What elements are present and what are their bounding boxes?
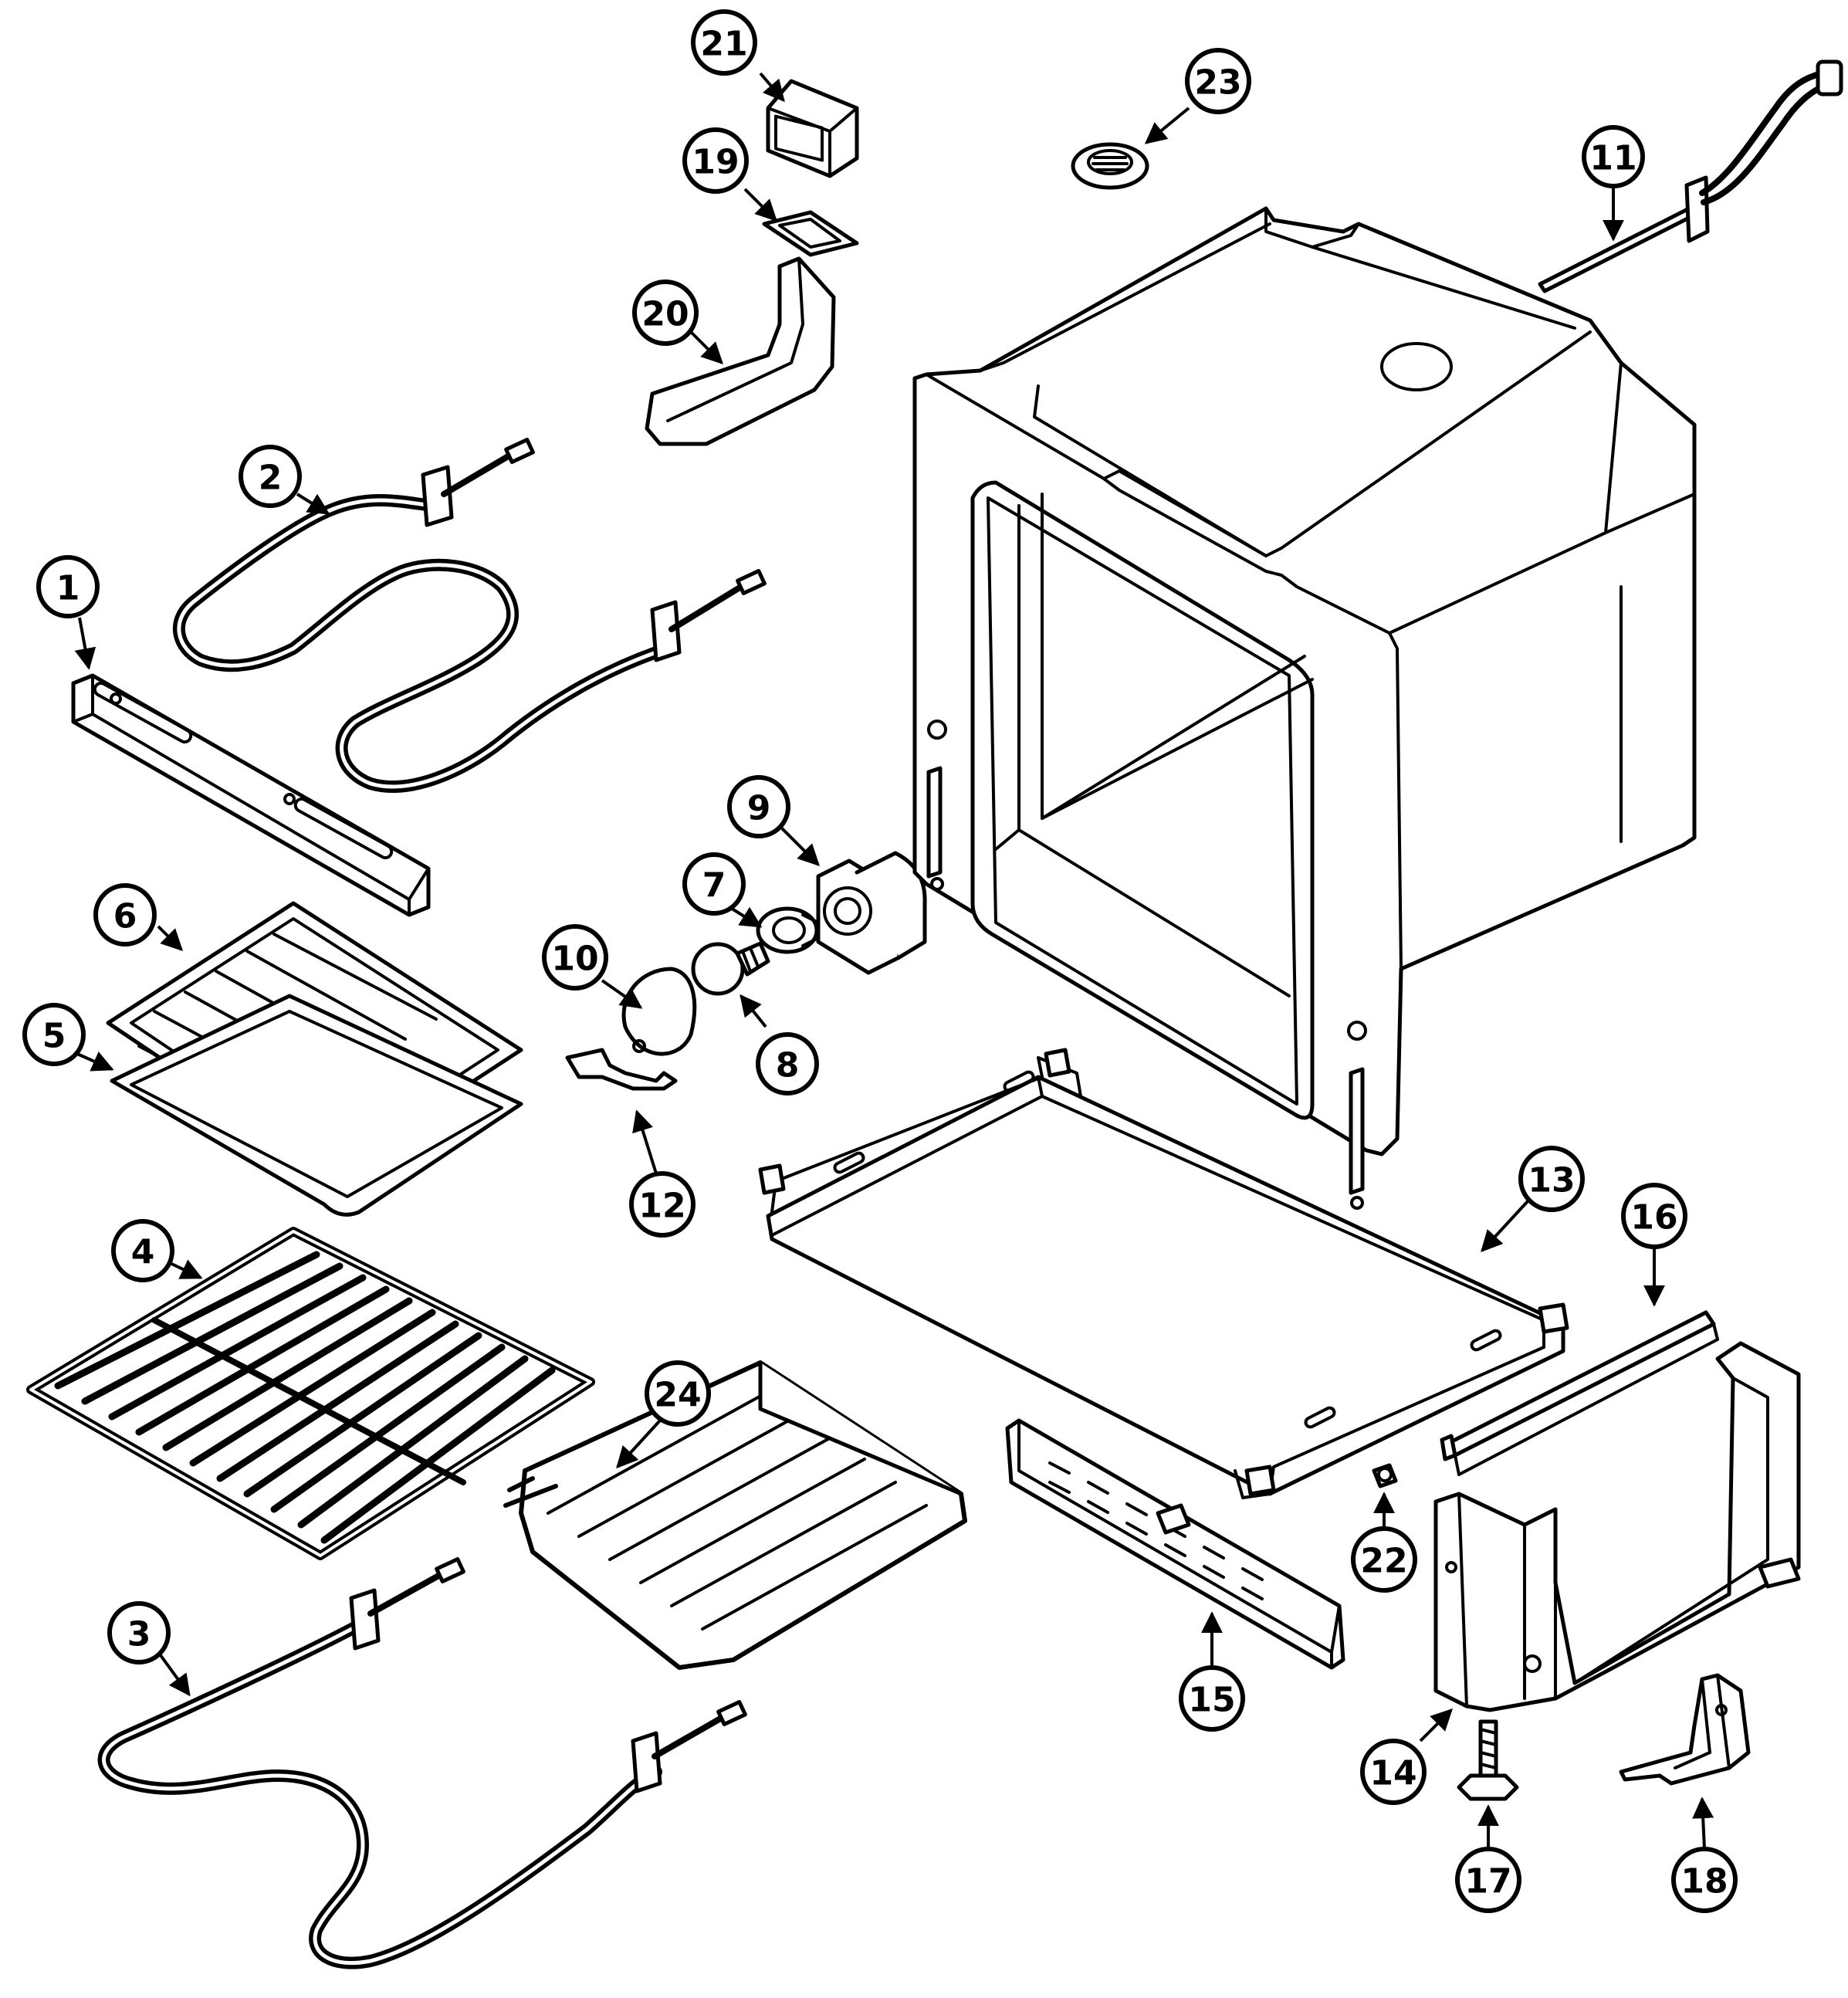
callout-12: 12: [629, 1171, 696, 1238]
leader-5: [76, 1051, 114, 1072]
part-19-gasket: [762, 210, 859, 257]
callout-24: 24: [645, 1360, 711, 1427]
callout-18-label: 18: [1680, 1862, 1728, 1901]
part-23-plug: [1071, 142, 1149, 190]
leader-6: [157, 925, 183, 951]
part-17-leveling-leg: [1457, 1719, 1519, 1801]
part-10-lens: [621, 967, 697, 1056]
callout-13: 13: [1518, 1146, 1585, 1212]
callout-8: 8: [756, 1032, 819, 1096]
callout-22-label: 22: [1360, 1542, 1407, 1581]
callout-16-label: 16: [1630, 1198, 1677, 1238]
leader-19: [743, 188, 777, 222]
oven-cavity: [912, 206, 1697, 1210]
leader-4: [168, 1259, 203, 1279]
callout-15: 15: [1179, 1665, 1245, 1732]
callout-18: 18: [1671, 1847, 1738, 1913]
part-11-sensor: [1538, 59, 1843, 293]
part-8-bulb: [691, 941, 770, 996]
callout-21-label: 21: [700, 25, 747, 64]
part-3-bake-element: [97, 1557, 747, 1969]
callout-5-label: 5: [42, 1017, 66, 1056]
part-18-bracket: [1619, 1673, 1751, 1786]
callout-1: 1: [36, 555, 100, 618]
callout-16: 16: [1621, 1183, 1687, 1249]
callout-10: 10: [542, 924, 608, 991]
leader-10: [601, 979, 643, 1009]
callout-24-label: 24: [654, 1376, 701, 1415]
leader-3: [157, 1651, 191, 1697]
leader-9: [778, 825, 820, 866]
leader-21: [759, 72, 785, 103]
callout-11-label: 11: [1589, 139, 1636, 178]
part-2-heating-element: [173, 438, 767, 793]
part-15-kick-plate: [1005, 1418, 1345, 1670]
callout-17-label: 17: [1464, 1862, 1511, 1901]
callout-12-label: 12: [638, 1187, 685, 1226]
callout-6-label: 6: [113, 897, 137, 936]
callout-19: 19: [682, 127, 749, 194]
leader-14: [1419, 1708, 1453, 1742]
callout-9: 9: [727, 775, 790, 838]
callout-23: 23: [1185, 48, 1251, 114]
part-21-housing: [766, 79, 859, 178]
part-7-socket: [756, 906, 820, 954]
callout-15-label: 15: [1188, 1681, 1235, 1720]
leader-7: [728, 906, 763, 928]
part-1-side-rail: [71, 673, 431, 917]
callout-11: 11: [1582, 125, 1645, 188]
leader-12: [632, 1109, 658, 1174]
callout-20: 20: [632, 279, 699, 346]
part-22-screw: [1372, 1463, 1398, 1488]
callout-22: 22: [1351, 1526, 1417, 1593]
callout-3: 3: [107, 1601, 171, 1664]
callout-21: 21: [691, 9, 757, 76]
leader-2: [296, 493, 330, 515]
callout-5: 5: [22, 1003, 86, 1066]
part-13-bottom-pan: [758, 1048, 1569, 1499]
callout-2: 2: [239, 445, 302, 508]
callout-14: 14: [1360, 1739, 1427, 1805]
leader-23: [1144, 107, 1190, 144]
callout-20-label: 20: [641, 295, 689, 334]
leader-18: [1692, 1797, 1714, 1850]
part-20-duct: [645, 256, 836, 446]
leader-24: [616, 1419, 662, 1469]
callout-8-label: 8: [776, 1046, 800, 1085]
callout-14-label: 14: [1369, 1754, 1416, 1793]
part-9-light-housing: [816, 851, 927, 975]
callout-6: 6: [93, 883, 157, 947]
part-14-frame: [1433, 1341, 1801, 1712]
callout-1-label: 1: [56, 569, 80, 608]
leader-1: [74, 617, 96, 670]
part-24-broil-rack: [503, 1360, 967, 1670]
leader-8: [740, 994, 767, 1028]
part-16-strip: [1440, 1310, 1719, 1476]
callout-23-label: 23: [1194, 63, 1241, 103]
leader-20: [689, 330, 723, 364]
callout-leaders: [74, 72, 1714, 1850]
callout-7: 7: [682, 852, 746, 916]
callout-19-label: 19: [692, 143, 739, 182]
callout-9-label: 9: [747, 789, 771, 828]
callout-4: 4: [111, 1219, 174, 1282]
leader-13: [1481, 1199, 1530, 1253]
callout-13-label: 13: [1528, 1161, 1575, 1200]
part-4-oven-rack: [26, 1227, 595, 1560]
callout-2-label: 2: [259, 459, 283, 498]
callout-17: 17: [1455, 1847, 1521, 1913]
callout-4-label: 4: [131, 1233, 155, 1272]
callout-3-label: 3: [127, 1615, 151, 1654]
part-12-clip: [565, 1048, 678, 1091]
callout-7-label: 7: [702, 866, 726, 906]
part-5-broil-pan: [110, 994, 523, 1217]
callout-10-label: 10: [551, 940, 598, 979]
